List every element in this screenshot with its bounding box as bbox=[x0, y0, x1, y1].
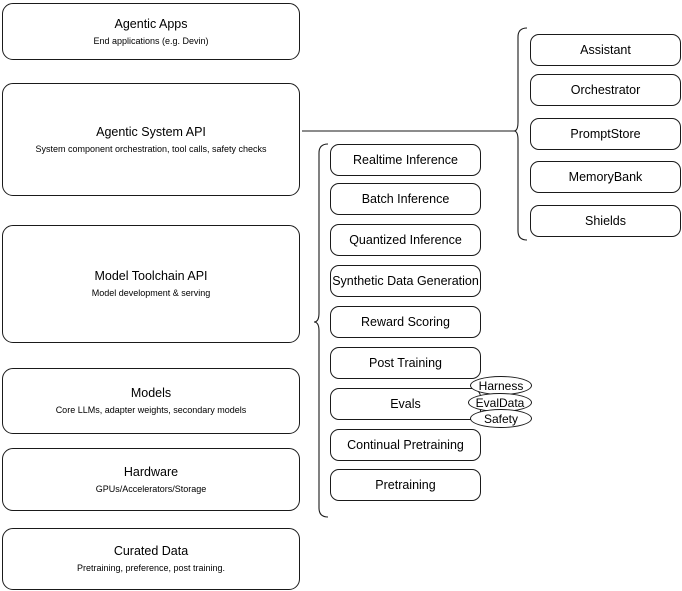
agentic-component-label: PromptStore bbox=[570, 126, 641, 141]
eval-tag-label: Harness bbox=[478, 378, 524, 393]
capability-label: Batch Inference bbox=[361, 191, 450, 206]
stack-layer-curated-data[interactable]: Curated Data Pretraining, preference, po… bbox=[2, 528, 300, 590]
eval-tag-label: Safety bbox=[483, 411, 519, 426]
stack-layer-title: Models bbox=[130, 386, 172, 400]
capability-quantized-inference[interactable]: Quantized Inference bbox=[330, 224, 481, 256]
agentic-component-label: Orchestrator bbox=[570, 82, 641, 97]
eval-tag-label: EvalData bbox=[475, 395, 525, 410]
agentic-component-shields[interactable]: Shields bbox=[530, 205, 681, 237]
capability-label: Continual Pretraining bbox=[347, 437, 464, 452]
agentic-component-orchestrator[interactable]: Orchestrator bbox=[530, 74, 681, 106]
stack-layer-subtitle: Model development & serving bbox=[91, 288, 211, 298]
capability-reward-scoring[interactable]: Reward Scoring bbox=[330, 306, 481, 338]
bracket-agentic-components bbox=[513, 27, 528, 241]
stack-layer-subtitle: System component orchestration, tool cal… bbox=[35, 143, 267, 154]
stack-layer-title: Hardware bbox=[123, 464, 179, 479]
capability-label: Synthetic Data Generation bbox=[332, 273, 479, 288]
stack-layer-title: Curated Data bbox=[113, 544, 189, 558]
capability-label: Post Training bbox=[369, 355, 442, 370]
stack-layer-title: Agentic System API bbox=[96, 124, 206, 139]
eval-tag-safety[interactable]: Safety bbox=[470, 409, 532, 428]
capability-pretraining[interactable]: Pretraining bbox=[330, 469, 481, 501]
capability-label: Evals bbox=[390, 396, 421, 411]
capability-label: Realtime Inference bbox=[353, 152, 458, 167]
capability-label: Quantized Inference bbox=[349, 232, 462, 247]
capability-continual-pretraining[interactable]: Continual Pretraining bbox=[330, 429, 481, 461]
stack-layer-hardware[interactable]: Hardware GPUs/Accelerators/Storage bbox=[2, 448, 300, 511]
capability-synthetic-data-generation[interactable]: Synthetic Data Generation bbox=[330, 265, 481, 297]
stack-layer-agentic-system-api[interactable]: Agentic System API System component orch… bbox=[2, 83, 300, 196]
agentic-component-memorybank[interactable]: MemoryBank bbox=[530, 161, 681, 193]
stack-layer-agentic-apps[interactable]: Agentic Apps End applications (e.g. Devi… bbox=[2, 3, 300, 60]
stack-layer-subtitle: Pretraining, preference, post training. bbox=[76, 563, 226, 573]
capability-evals[interactable]: Evals bbox=[330, 388, 481, 420]
stack-layer-title: Agentic Apps bbox=[114, 16, 188, 31]
bracket-toolchain-capabilities bbox=[313, 143, 329, 518]
stack-layer-subtitle: End applications (e.g. Devin) bbox=[93, 35, 209, 46]
stack-layer-model-toolchain-api[interactable]: Model Toolchain API Model development & … bbox=[2, 225, 300, 343]
agentic-component-label: Shields bbox=[585, 213, 626, 228]
capability-post-training[interactable]: Post Training bbox=[330, 347, 481, 379]
stack-layer-title: Model Toolchain API bbox=[94, 269, 208, 283]
capability-label: Reward Scoring bbox=[361, 314, 450, 329]
stack-layer-subtitle: GPUs/Accelerators/Storage bbox=[95, 483, 207, 494]
agentic-component-assistant[interactable]: Assistant bbox=[530, 34, 681, 66]
stack-layer-subtitle: Core LLMs, adapter weights, secondary mo… bbox=[55, 405, 247, 415]
agentic-component-promptstore[interactable]: PromptStore bbox=[530, 118, 681, 150]
agentic-component-label: Assistant bbox=[580, 42, 631, 57]
capability-label: Pretraining bbox=[375, 477, 436, 492]
stack-layer-models[interactable]: Models Core LLMs, adapter weights, secon… bbox=[2, 368, 300, 434]
capability-realtime-inference[interactable]: Realtime Inference bbox=[330, 144, 481, 176]
agentic-component-label: MemoryBank bbox=[568, 169, 643, 184]
capability-batch-inference[interactable]: Batch Inference bbox=[330, 183, 481, 215]
